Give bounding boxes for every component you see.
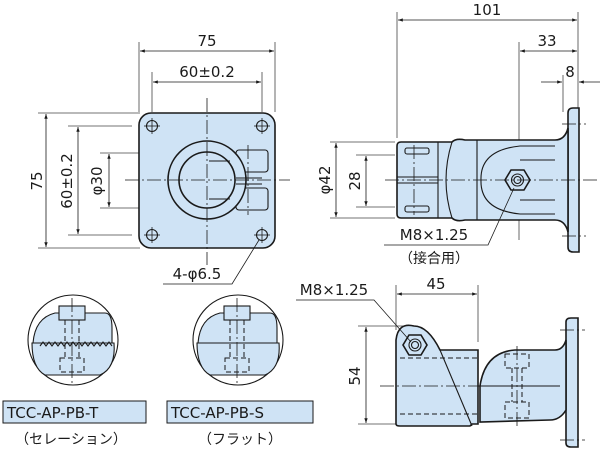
dim-bore: φ30 [88, 167, 106, 196]
detail-view-serration [27, 294, 119, 386]
dim-to-center: 33 [537, 32, 556, 50]
dim-width: 45 [426, 275, 445, 293]
model-description: （フラット） [198, 432, 282, 448]
dim-height: 54 [346, 366, 364, 385]
model-description: （セレーション） [15, 432, 127, 448]
nut-bore [410, 340, 420, 350]
front-lobe [479, 339, 567, 423]
side-thread-note: （接合用） [399, 250, 469, 267]
dim-hole-pitch-y: 60±0.2 [58, 153, 76, 209]
block-edge [439, 349, 473, 427]
leader-thread [384, 187, 515, 246]
model-number: TCC-AP-PB-T [6, 404, 99, 422]
dim-holes: 4-φ6.5 [173, 265, 222, 283]
nut-thread [408, 338, 422, 352]
leader-thread [296, 299, 412, 343]
bolt-head [404, 147, 430, 155]
dim-flange-thickness: 8 [565, 63, 575, 81]
front-thread-callout: M8×1.25 [300, 281, 368, 299]
model-number: TCC-AP-PB-S [170, 404, 264, 422]
dim-length-overall: 101 [473, 1, 502, 19]
dim-outer-diameter: φ42 [316, 166, 334, 195]
serration-teeth [39, 341, 113, 347]
dim-hole-pitch-x: 60±0.2 [179, 63, 235, 81]
leader-holes [163, 239, 260, 285]
mounting-hole [254, 227, 270, 243]
model-box [2, 400, 147, 424]
model-box [166, 400, 314, 424]
variant-tag-serration: TCC-AP-PB-T （セレーション） [2, 400, 147, 448]
hex-nut-icon [402, 334, 428, 356]
front-flange [565, 317, 579, 448]
clamp-ring [167, 140, 269, 220]
mounting-hole [254, 118, 270, 134]
side-view: 101 33 8 φ42 28 [316, 1, 600, 267]
side-thread-callout: M8×1.25 [400, 226, 468, 244]
mounting-hole [144, 227, 160, 243]
dim-inner: 28 [346, 171, 364, 190]
mounting-hole [144, 118, 160, 134]
top-view: 75 60±0.2 75 60±0.2 φ30 [28, 32, 290, 285]
bolt-head [404, 205, 430, 213]
dim-width-overall: 75 [197, 32, 216, 50]
detail-view-flat [192, 294, 284, 386]
front-view: 45 54 M8×1.25 [296, 275, 585, 448]
variant-tag-flat: TCC-AP-PB-S （フラット） [166, 400, 314, 448]
dim-height-overall: 75 [28, 171, 46, 190]
